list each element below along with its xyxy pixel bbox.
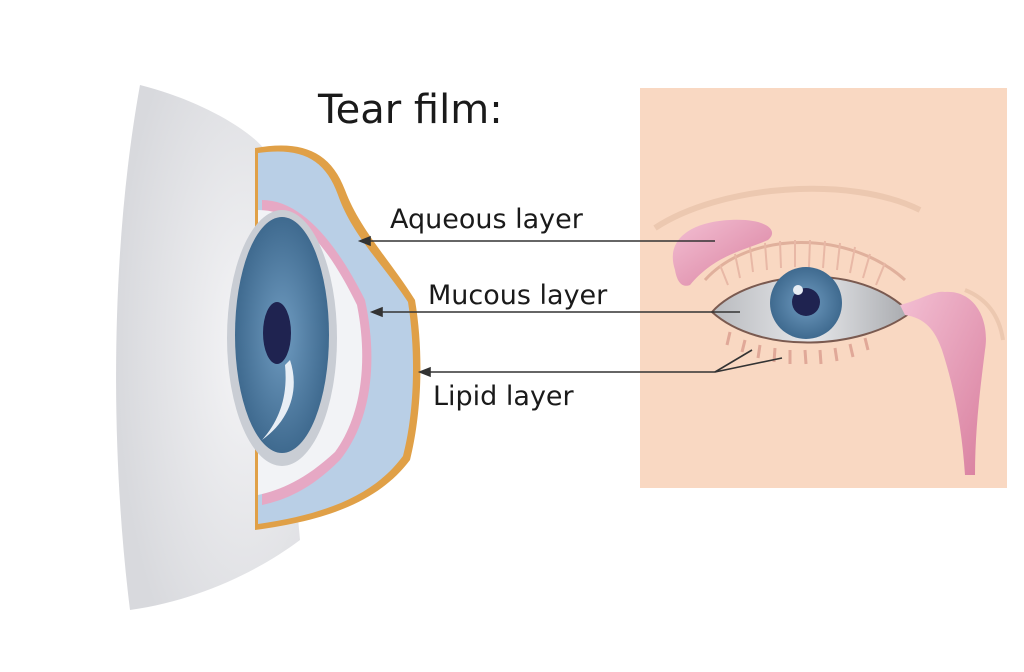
front-highlight [793,285,803,295]
lipid-layer-label: Lipid layer [433,381,575,412]
front-pupil [792,288,820,316]
brow-fold [964,288,1005,341]
pointer-lines [357,235,783,378]
face-panel [640,88,1007,488]
mucous-layer-label: Mucous layer [428,280,608,311]
diagram-title: Tear film: [317,87,503,133]
nasolacrimal-duct [900,291,986,475]
aqueous-layer-label: Aqueous layer [390,204,584,235]
lower-eyelashes [725,331,870,365]
eyebrow [653,185,922,231]
sclera [116,85,300,610]
iris-highlight [262,360,294,440]
pupil [263,302,291,364]
lacrimal-gland [672,219,773,286]
upper-eyelashes [703,239,907,286]
eye-cross-section [116,85,421,610]
